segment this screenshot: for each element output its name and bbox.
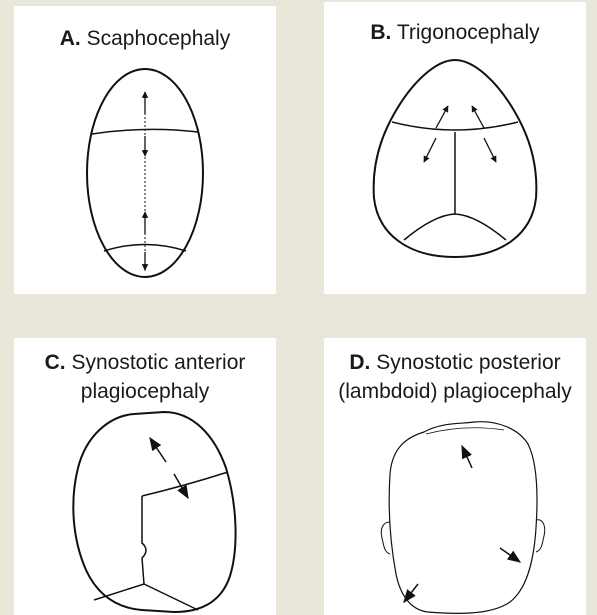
panel-trigonocephaly: B. Trigonocephaly [324,2,586,294]
arrow-up-left [150,438,166,462]
arrow-right-posterior [500,548,520,562]
skull-anterior-plagiocephaly-diagram [14,338,276,615]
panel-scaphocephaly: A. Scaphocephaly [14,6,276,294]
arrow-left-up [436,106,448,128]
arrow-frontal [462,446,472,468]
arrow-left-posterior [404,584,418,602]
forehead-bulge [426,428,504,434]
arrow-right-up [472,106,484,128]
arrow-left-down [424,138,436,162]
skull-scaphocephaly-diagram [14,6,276,294]
arrow-right-down [484,138,496,162]
lambdoid-suture [94,584,198,610]
arrow-down-right [174,474,188,498]
left-ear [381,522,390,554]
skull-trigonocephaly-diagram [324,2,586,294]
panel-anterior-plagiocephaly: C. Synostotic anterior plagiocephaly [14,338,276,615]
skull-posterior-plagiocephaly-diagram [324,338,586,615]
skull-outline [73,412,235,612]
skull-outline [389,422,537,614]
sagittal-suture [142,496,146,584]
coronal-suture [392,122,518,130]
right-ear [536,520,545,552]
lambdoid-suture [404,214,506,240]
panel-posterior-plagiocephaly: D. Synostotic posterior (lambdoid) plagi… [324,338,586,615]
